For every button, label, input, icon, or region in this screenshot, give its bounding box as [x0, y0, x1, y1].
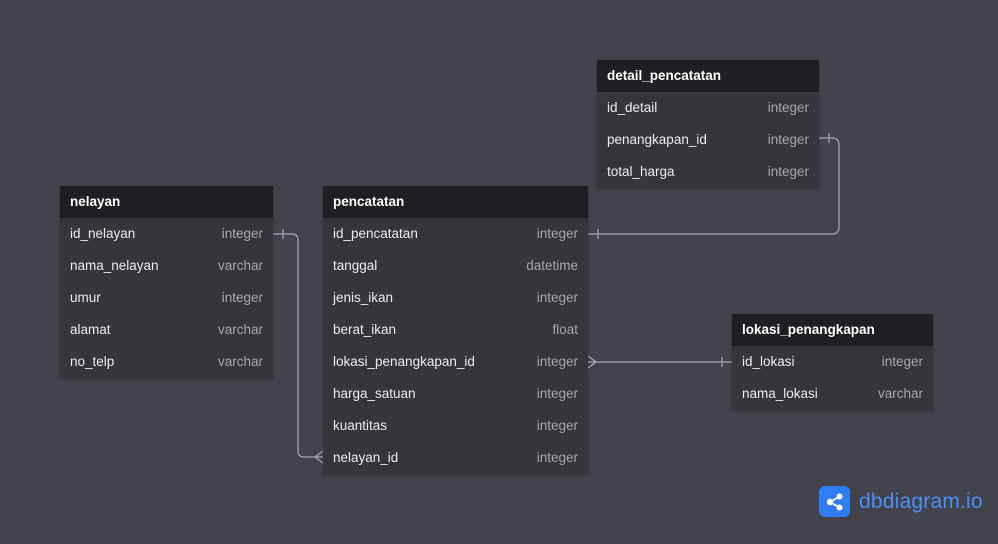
share-nodes-icon — [819, 486, 850, 517]
table-row[interactable]: harga_satuan integer — [323, 378, 588, 410]
table-lokasi-penangkapan[interactable]: lokasi_penangkapan id_lokasi integer nam… — [732, 314, 933, 410]
brand-name: dbdiagram.io — [859, 489, 983, 513]
column-type: integer — [767, 164, 809, 179]
relation-nelayan-pencatatan — [273, 233, 323, 458]
brand-logo-link[interactable]: dbdiagram.io — [819, 486, 983, 517]
column-type: integer — [536, 290, 578, 305]
table-header[interactable]: detail_pencatatan — [597, 60, 819, 92]
table-row[interactable]: nama_lokasi varchar — [732, 378, 933, 410]
table-row[interactable]: kuantitas integer — [323, 410, 588, 442]
column-type: varchar — [217, 354, 263, 369]
column-type: datetime — [526, 258, 578, 273]
column-name: penangkapan_id — [607, 132, 707, 147]
column-type: varchar — [217, 258, 263, 273]
column-name: harga_satuan — [333, 386, 416, 401]
column-type: float — [552, 322, 578, 337]
table-row[interactable]: nama_nelayan varchar — [60, 250, 273, 282]
table-row[interactable]: lokasi_penangkapan_id integer — [323, 346, 588, 378]
column-name: nelayan_id — [333, 450, 399, 465]
column-name: no_telp — [70, 354, 115, 369]
column-name: nama_lokasi — [742, 386, 818, 401]
column-name: berat_ikan — [333, 322, 397, 337]
table-detail-pencatatan[interactable]: detail_pencatatan id_detail integer pena… — [597, 60, 819, 188]
many-marker — [587, 355, 597, 369]
table-row[interactable]: nelayan_id integer — [323, 442, 588, 474]
column-name: alamat — [70, 322, 111, 337]
table-row[interactable]: penangkapan_id integer — [597, 124, 819, 156]
column-name: umur — [70, 290, 101, 305]
column-type: integer — [881, 354, 923, 369]
table-row[interactable]: total_harga integer — [597, 156, 819, 188]
column-name: nama_nelayan — [70, 258, 159, 273]
column-type: integer — [536, 226, 578, 241]
table-row[interactable]: id_detail integer — [597, 92, 819, 124]
column-name: total_harga — [607, 164, 675, 179]
table-row[interactable]: no_telp varchar — [60, 346, 273, 378]
column-type: integer — [536, 450, 578, 465]
column-name: id_lokasi — [742, 354, 795, 369]
table-nelayan[interactable]: nelayan id_nelayan integer nama_nelayan … — [60, 186, 273, 378]
column-name: id_nelayan — [70, 226, 136, 241]
column-name: tanggal — [333, 258, 378, 273]
table-row[interactable]: alamat varchar — [60, 314, 273, 346]
column-name: kuantitas — [333, 418, 388, 433]
table-row[interactable]: jenis_ikan integer — [323, 282, 588, 314]
table-header[interactable]: pencatatan — [323, 186, 588, 218]
column-type: integer — [767, 100, 809, 115]
column-type: integer — [221, 226, 263, 241]
table-row[interactable]: id_lokasi integer — [732, 346, 933, 378]
column-name: jenis_ikan — [333, 290, 394, 305]
table-row[interactable]: id_pencatatan integer — [323, 218, 588, 250]
column-type: varchar — [217, 322, 263, 337]
table-row[interactable]: umur integer — [60, 282, 273, 314]
column-type: integer — [536, 386, 578, 401]
column-type: varchar — [877, 386, 923, 401]
table-row[interactable]: id_nelayan integer — [60, 218, 273, 250]
column-type: integer — [536, 354, 578, 369]
column-type: integer — [221, 290, 263, 305]
table-pencatatan[interactable]: pencatatan id_pencatatan integer tanggal… — [323, 186, 588, 474]
column-name: id_pencatatan — [333, 226, 418, 241]
column-name: lokasi_penangkapan_id — [333, 354, 475, 369]
many-marker — [314, 450, 324, 464]
table-header[interactable]: nelayan — [60, 186, 273, 218]
table-header[interactable]: lokasi_penangkapan — [732, 314, 933, 346]
column-type: integer — [536, 418, 578, 433]
table-row[interactable]: berat_ikan float — [323, 314, 588, 346]
column-type: integer — [767, 132, 809, 147]
column-name: id_detail — [607, 100, 658, 115]
table-row[interactable]: tanggal datetime — [323, 250, 588, 282]
